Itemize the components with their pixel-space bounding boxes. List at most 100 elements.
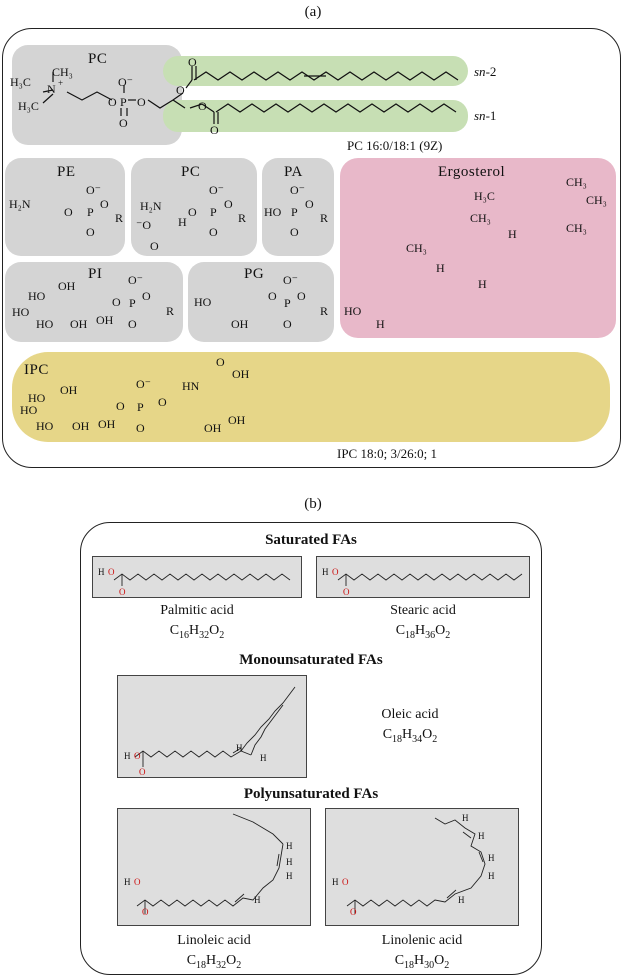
pg-o-link: O — [268, 289, 277, 303]
linolenic-h-4: H — [488, 871, 495, 881]
pc-caption: PC 16:0/18:1 (9Z) — [347, 138, 443, 153]
stearic-name: Stearic acid — [390, 603, 456, 618]
pc2-h2n: H₂N — [140, 199, 162, 213]
pc2-label: PC — [181, 164, 201, 180]
ergosterol-ch3-c13: CH₃ — [470, 211, 491, 225]
linoleic-name: Linoleic acid — [177, 933, 251, 948]
pg-p: P — [284, 296, 291, 310]
palmitic-o-oh: O — [108, 567, 115, 577]
pa-label: PA — [284, 164, 303, 180]
sn2-label: sn-2 — [474, 64, 497, 79]
ergosterol-ch3-bottom: CH₃ — [566, 221, 587, 235]
pi-r: R — [166, 304, 175, 318]
atom-o-double: O — [119, 116, 128, 130]
stearic-o-carbonyl: O — [343, 587, 350, 597]
stearic-formula: C18H36O2 — [395, 623, 451, 641]
pi-ho-1: HO — [28, 289, 46, 303]
linolenic-structure-box — [325, 808, 519, 926]
pi-oh-1: OH — [58, 279, 76, 293]
oleic-name: Oleic acid — [381, 707, 439, 722]
pc-top-label: PC — [88, 51, 108, 67]
linolenic-structure — [346, 817, 486, 914]
ergosterol-h-c9: H — [436, 261, 445, 275]
pi-oh-3: OH — [96, 313, 114, 327]
palmitic-h: H — [98, 567, 105, 577]
ipc-caption: IPC 18:0; 3/26:0; 1 — [337, 446, 438, 461]
panel-b-label: (b) — [304, 496, 322, 512]
linolenic-h-1: H — [462, 813, 469, 823]
pc2-p: P — [210, 205, 217, 219]
linolenic-h-5: H — [458, 895, 465, 905]
pc2-o-minus: O⁻ — [209, 183, 224, 197]
linolenic-formula: C18H30O2 — [394, 953, 450, 971]
linoleic-formula: C18H32O2 — [186, 953, 242, 971]
pi-box — [5, 262, 183, 342]
linoleic-o-oh: O — [134, 877, 141, 887]
ergosterol-h-c17: H — [508, 227, 517, 241]
pg-label: PG — [244, 266, 265, 282]
ipc-band — [12, 352, 610, 442]
pa-box — [262, 158, 334, 256]
ipc-o-link: O — [116, 399, 125, 413]
oleic-h-2: H — [260, 753, 267, 763]
ipc-hn: HN — [182, 379, 200, 393]
pi-o-r: O — [142, 289, 151, 303]
ipc-oh-3: OH — [98, 417, 116, 431]
ergosterol-label: Ergosterol — [438, 164, 506, 180]
ergosterol-ch3-c10: CH₃ — [406, 241, 427, 255]
pa-p: P — [291, 205, 298, 219]
atom-p: P — [120, 95, 127, 109]
linoleic-structure-box — [117, 808, 311, 926]
pg-box — [188, 262, 334, 342]
pe-p: P — [87, 205, 94, 219]
palmitic-o-carbonyl: O — [119, 587, 126, 597]
linoleic-h-1: H — [286, 841, 293, 851]
pe-r: R — [115, 211, 124, 225]
pc-box — [12, 45, 182, 145]
panel-a-frame — [2, 28, 621, 468]
pg-r: R — [320, 304, 329, 318]
atom-o-link: O — [108, 95, 117, 109]
pg-o-double: O — [283, 317, 292, 331]
pa-o-double: O — [290, 225, 299, 239]
ipc-p: P — [137, 400, 144, 414]
pc2-box — [131, 158, 257, 256]
sn1-chain — [189, 103, 457, 124]
pa-o-minus: O⁻ — [290, 183, 305, 197]
pg-o-r: O — [297, 289, 306, 303]
atom-o-sn1: O — [198, 99, 207, 113]
panel-a-label: (a) — [304, 4, 322, 20]
stearic-h: H — [322, 567, 329, 577]
ipc-label: IPC — [24, 362, 49, 378]
linolenic-h-2: H — [478, 831, 485, 841]
pa-ho: HO — [264, 205, 282, 219]
ipc-ho-1: HO — [28, 391, 46, 405]
ergosterol-box — [340, 158, 616, 338]
panel-b-frame — [80, 522, 542, 975]
pi-ho-2: HO — [12, 305, 30, 319]
ipc-oh-2: OH — [72, 419, 90, 433]
pc2-h: H — [178, 215, 187, 229]
pg-oh: OH — [231, 317, 249, 331]
poly-title: Polyunsaturated FAs — [243, 786, 379, 802]
ipc-o-double: O — [136, 421, 145, 435]
oleic-formula: C18H34O2 — [382, 727, 438, 745]
palmitic-formula: C16H32O2 — [169, 623, 225, 641]
oleic-h-1: H — [236, 743, 243, 753]
linoleic-h-2: H — [286, 857, 293, 867]
atom-o-minus: O⁻ — [118, 75, 133, 89]
stearic-o-oh: O — [332, 567, 339, 577]
pe-h2n: H₂N — [9, 197, 31, 211]
oleic-structure-box — [117, 675, 307, 778]
sn2-band — [163, 56, 468, 86]
pc2-r: R — [238, 211, 247, 225]
atom-o-sn2: O — [176, 83, 185, 97]
oleic-o-oh: O — [134, 751, 141, 761]
ergosterol-ch3-top: CH₃ — [566, 175, 587, 189]
ipc-oh-1: OH — [60, 383, 78, 397]
atom-n: N — [47, 82, 56, 96]
oleic-o-carbonyl: O — [139, 767, 146, 777]
pg-o-minus: O⁻ — [283, 273, 298, 287]
linoleic-h-3: H — [286, 871, 293, 881]
pi-label: PI — [88, 266, 103, 282]
